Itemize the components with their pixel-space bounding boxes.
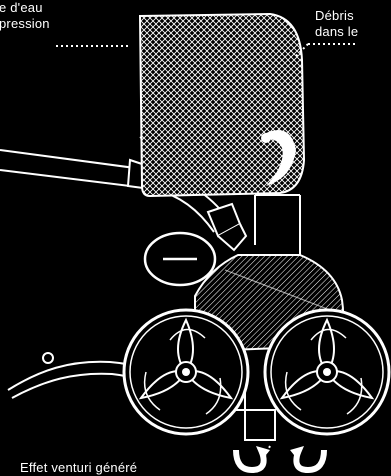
left-wheel [124, 310, 248, 434]
handle [145, 233, 215, 285]
debris-label-line2: dans le [315, 24, 358, 40]
curved-arrows-up-icon [236, 446, 324, 470]
debris-label-line1: Débris [315, 8, 354, 24]
water-pressure-label-line1: e d'eau [0, 0, 43, 16]
right-wheel [265, 310, 389, 434]
water-pressure-label-line2: pression [0, 16, 50, 32]
venturi-effect-label: Effet venturi généré [20, 460, 137, 476]
debris-bag [140, 14, 304, 196]
